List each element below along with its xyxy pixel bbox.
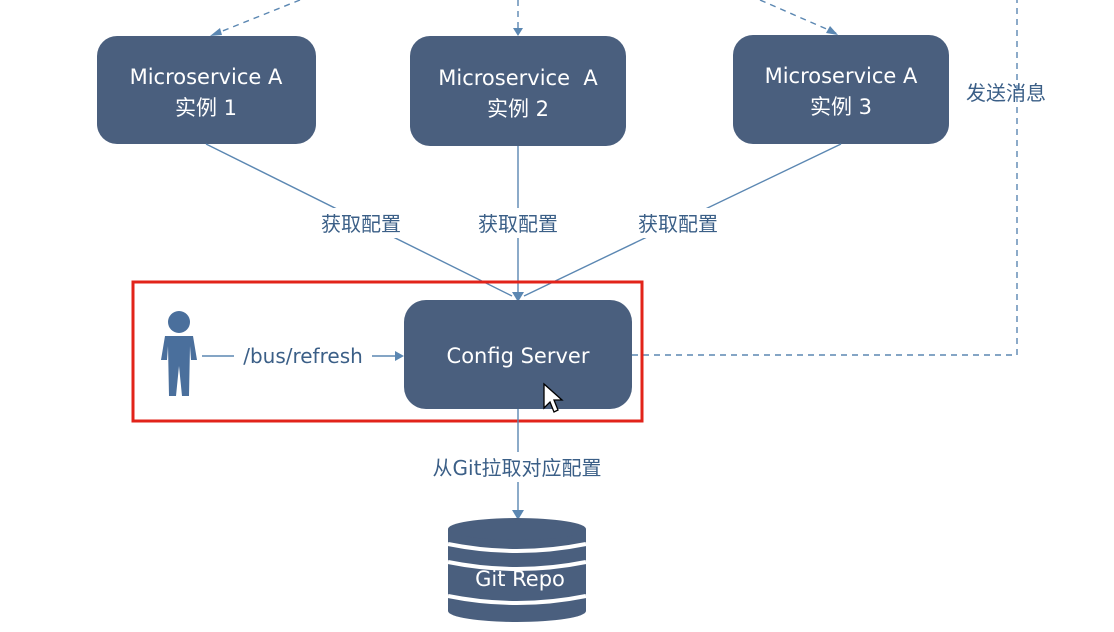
highlight-box (131, 280, 644, 423)
pull-from-git-label: 从Git拉取对应配置 (433, 456, 602, 480)
message-broadcast-lines (209, 0, 1018, 356)
microservice-instance-1: Microservice A 实例 1 (97, 36, 316, 144)
microservice-instance-2: Microservice A 实例 2 (410, 36, 626, 146)
git-repo-label: Git Repo (475, 567, 565, 591)
database-icon: Git Repo (447, 518, 587, 622)
person-icon (161, 311, 197, 396)
bus-refresh-edge (202, 351, 404, 361)
config-server-node: Config Server (404, 300, 632, 409)
fetch-config-label-1: 获取配置 (321, 212, 401, 236)
instance-3-name: Microservice A (765, 64, 918, 88)
instance-1-name: Microservice A (130, 65, 283, 89)
fetch-config-label-3: 获取配置 (638, 212, 718, 236)
send-message-label: 发送消息 (966, 81, 1046, 105)
fetch-config-label-2: 获取配置 (478, 212, 558, 236)
instance-2-name: Microservice A (438, 66, 598, 90)
config-server-label: Config Server (447, 344, 590, 368)
microservice-instance-3: Microservice A 实例 3 (733, 35, 949, 144)
instance-1-label: 实例 1 (175, 96, 237, 120)
instance-3-label: 实例 3 (810, 95, 872, 119)
bus-refresh-label: /bus/refresh (243, 344, 363, 368)
instance-2-label: 实例 2 (487, 97, 549, 121)
mouse-cursor-icon (543, 382, 564, 413)
